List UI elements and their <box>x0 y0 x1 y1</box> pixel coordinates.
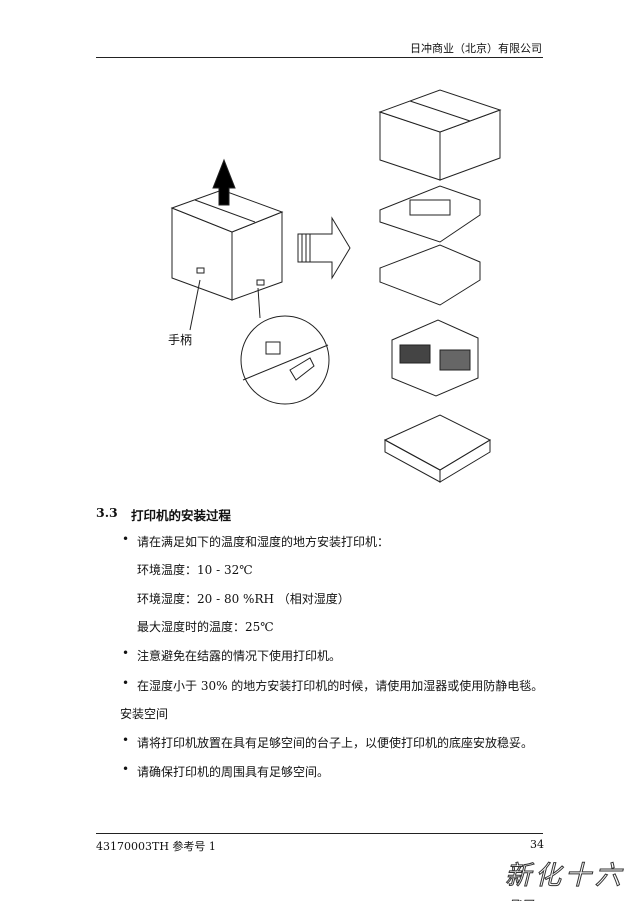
footer-doc-ref: 43170003TH 参考号 1 <box>96 840 216 853</box>
subheading: 安装空间 <box>120 707 169 721</box>
bullet-item: 请将打印机放置在具有足够空间的台子上，以便使打印机的底座安放稳妥。 <box>137 736 534 750</box>
header-company: 日冲商业（北京）有限公司 <box>410 42 542 55</box>
printer <box>391 319 479 397</box>
top-cushion <box>379 185 481 243</box>
page-number: 34 <box>530 838 544 851</box>
bullet-item: 在湿度小于 30% 的地方安装打印机的时候，请使用加湿器或使用防静电毯。 <box>137 679 544 693</box>
env-temperature: 环境温度：10 - 32℃ <box>137 563 253 577</box>
bullet-item: 请在满足如下的温度和湿度的地方安装打印机： <box>137 535 390 549</box>
footer-rule <box>96 833 543 834</box>
bottom-tray <box>383 414 492 483</box>
handle-detail-circle <box>240 315 330 405</box>
handle-label: 手柄 <box>168 333 193 347</box>
section-number: 3.3 <box>96 505 118 520</box>
outer-box <box>378 89 502 181</box>
bottom-cushion <box>379 244 481 306</box>
bullet-item: 请确保打印机的周围具有足够空间。 <box>137 765 330 779</box>
section-title: 打印机的安装过程 <box>131 508 232 523</box>
right-arrow-icon <box>297 216 351 280</box>
max-humidity-temperature: 最大湿度时的温度：25℃ <box>137 620 274 634</box>
bullet-item: 注意避免在结露的情况下使用打印机。 <box>137 649 342 663</box>
box-with-arrow <box>170 158 284 301</box>
unpacking-illustration <box>170 89 502 483</box>
env-humidity: 环境湿度：20 - 80 %RH （相对湿度） <box>137 592 350 606</box>
watermark: 新化十六腿 <box>505 861 626 901</box>
header-rule <box>96 57 543 58</box>
